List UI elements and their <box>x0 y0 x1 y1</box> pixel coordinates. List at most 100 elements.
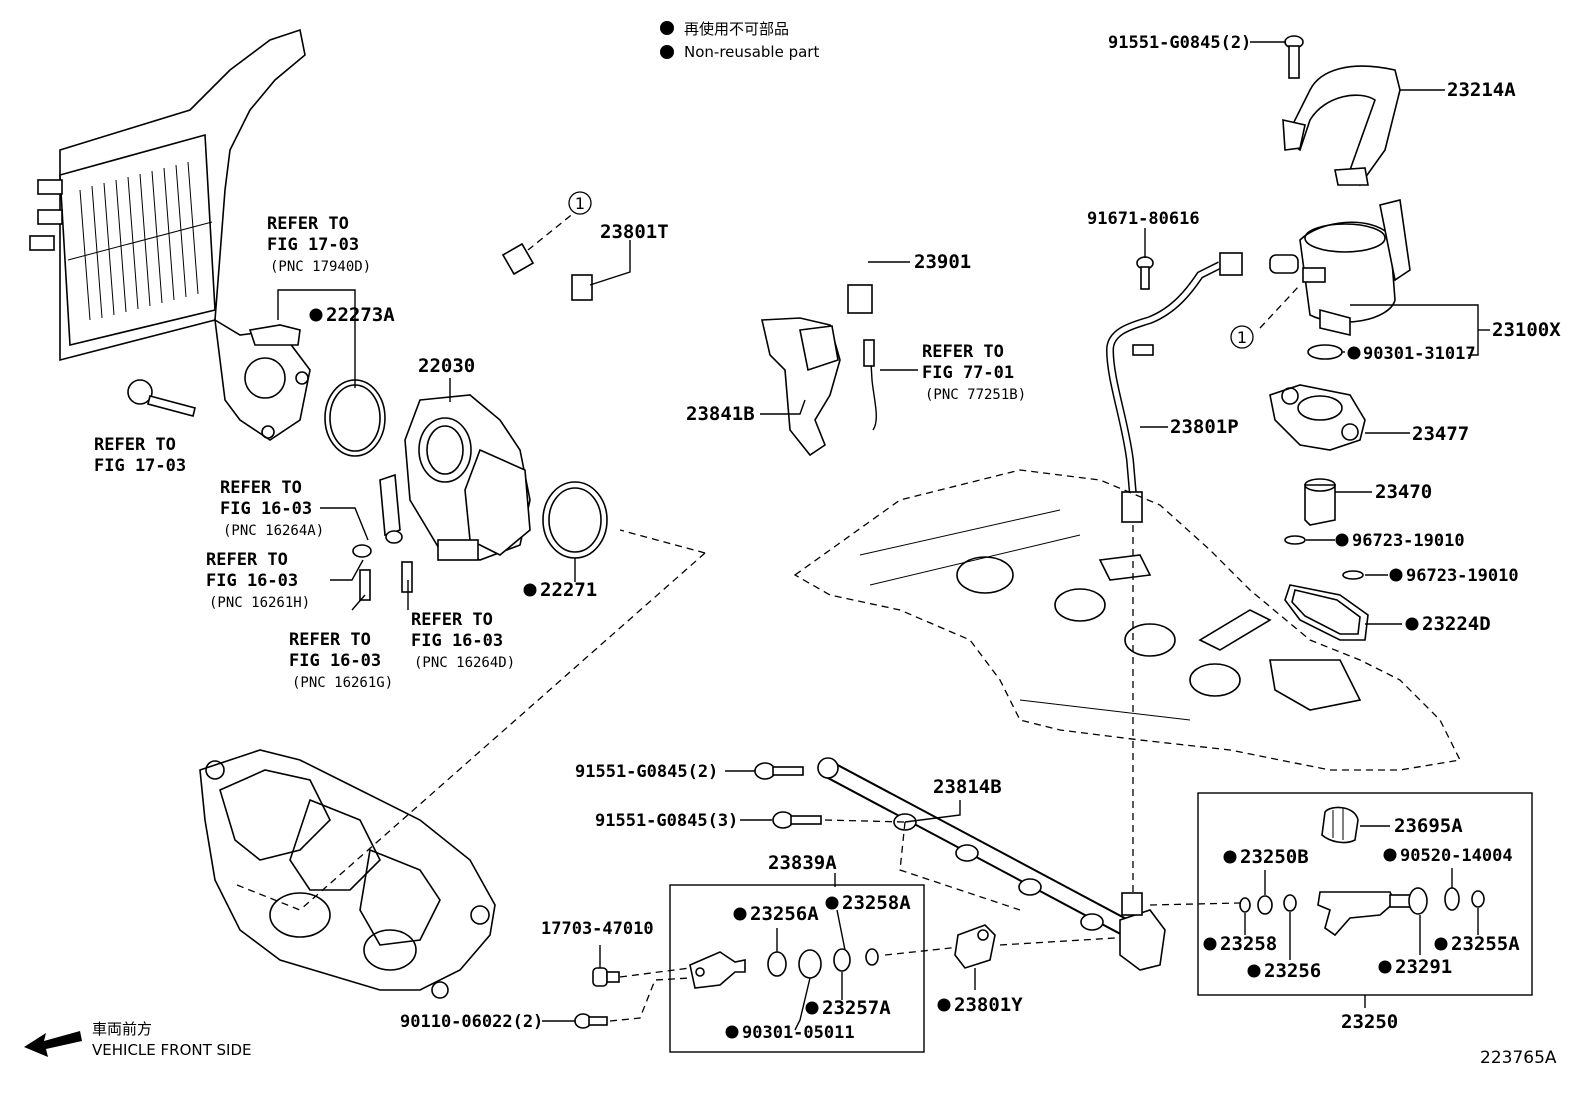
gasket-22271-shape <box>542 481 608 559</box>
bolt-mid-2-illustration <box>772 811 822 829</box>
part-label-91671: 91671-80616 <box>1087 209 1200 229</box>
part-label-90520: 90520-14004 <box>1400 846 1513 866</box>
non-reusable-dot-icon <box>1434 937 1448 951</box>
part-label-23250: 23250 <box>1341 1011 1398 1033</box>
part-label-23477: 23477 <box>1412 423 1469 445</box>
non-reusable-dot-icon <box>660 45 674 59</box>
refer-r3-line3: (PNC 77251B) <box>925 387 1026 403</box>
bolt-top-illustration <box>1284 35 1304 79</box>
circle-ref-1-icon <box>1230 325 1254 349</box>
refer-r2-line2: FIG 17-03 <box>94 456 186 476</box>
part-label-23901: 23901 <box>914 251 971 273</box>
sensor-wire-illustration <box>863 339 877 431</box>
part-label-23250B: 23250B <box>1240 846 1309 868</box>
refer-r6-line1: REFER TO <box>289 630 371 650</box>
refer-r6-line2: FIG 16-03 <box>289 651 381 671</box>
part-label-23257A: 23257A <box>822 997 891 1019</box>
ring-23256-shape <box>1283 894 1297 912</box>
fuel-pump-23100X-illustration <box>1269 199 1411 337</box>
ring-23250B-shape <box>1257 895 1273 915</box>
refer-r5-line2: FIG 16-03 <box>206 571 298 591</box>
ring-23255A-shape <box>1471 890 1485 908</box>
refer-r3-line1: REFER TO <box>922 342 1004 362</box>
non-reusable-dot-icon <box>309 308 323 322</box>
front-direction-arrow-icon <box>24 1031 82 1057</box>
throttle-body-illustration <box>404 394 531 561</box>
fuel-pipe-23801P-illustration <box>1105 252 1243 523</box>
part-label-22030: 22030 <box>418 355 475 377</box>
refer-r5-line1: REFER TO <box>206 550 288 570</box>
non-reusable-markers <box>309 308 1448 1039</box>
refer-r5-line3: (PNC 16261H) <box>209 595 310 611</box>
part-label-23256: 23256 <box>1264 960 1321 982</box>
refer-r1-line1: REFER TO <box>267 214 349 234</box>
legend: 再使用不可部品 Non-reusable part <box>660 16 819 64</box>
part-label-22273A: 22273A <box>326 304 395 326</box>
bolt-mid-1-illustration <box>754 762 804 780</box>
part-label-23470: 23470 <box>1375 481 1432 503</box>
part-label-23291: 23291 <box>1395 956 1452 978</box>
part-label-96723-a: 96723-19010 <box>1352 531 1465 551</box>
injector-illustration <box>1317 891 1413 937</box>
bracket-23841B-illustration <box>761 317 841 457</box>
bolt-17703-illustration <box>592 967 620 987</box>
part-label-23801P: 23801P <box>1170 416 1239 438</box>
gasket-22273A-shape <box>324 379 386 457</box>
part-label-23258: 23258 <box>1220 933 1277 955</box>
non-reusable-dot-icon <box>523 583 537 597</box>
fuel-rail-23814B-illustration <box>817 757 1166 971</box>
part-label-23224D: 23224D <box>1422 613 1491 635</box>
refer-r1-line3: (PNC 17940D) <box>270 259 371 275</box>
non-reusable-dot-icon <box>1247 964 1261 978</box>
front-label-en: VEHICLE FRONT SIDE <box>92 1041 252 1059</box>
intercooler-illustration <box>29 28 311 441</box>
illustration-id: 223765A <box>1480 1048 1557 1068</box>
part-labels: 91551-G0845(2) 23214A 91671-80616 23100X… <box>326 33 1561 1043</box>
non-reusable-dot-icon <box>1347 346 1361 360</box>
part-label-23814B: 23814B <box>933 776 1002 798</box>
kit-23839A-box <box>669 884 925 1053</box>
non-reusable-dot-icon <box>660 21 674 35</box>
hose-pieces-illustration <box>352 473 413 601</box>
circle-ref-1-label: 1 <box>1237 328 1247 347</box>
non-reusable-dot-icon <box>1389 568 1403 582</box>
part-label-23695A: 23695A <box>1394 815 1463 837</box>
ring-23256A-shape <box>767 951 787 977</box>
clamp-23695A-shape <box>1321 806 1359 844</box>
part-label-90301-31017: 90301-31017 <box>1363 344 1476 364</box>
part-label-23801Y: 23801Y <box>954 994 1023 1016</box>
circle-ref-1-icon <box>568 191 592 215</box>
refer-r7-line2: FIG 16-03 <box>411 631 503 651</box>
intake-manifold-illustration <box>199 749 496 999</box>
fuel-hose-23901-illustration <box>501 225 873 325</box>
refer-r4-line3: (PNC 16264A) <box>223 523 324 539</box>
bolt-illustration <box>127 379 196 417</box>
gasket-23801Y-shape <box>954 924 996 969</box>
part-label-90110: 90110-06022(2) <box>400 1012 543 1032</box>
legend-row-jp: 再使用不可部品 <box>660 16 819 40</box>
cylinder-head-cover-illustration <box>793 469 1461 771</box>
part-label-23214A: 23214A <box>1447 79 1516 101</box>
legend-text-jp: 再使用不可部品 <box>684 19 790 38</box>
leader-lines <box>277 41 1490 1031</box>
ring-23257A-shape <box>833 948 851 972</box>
ring-23291-shape <box>1408 887 1428 915</box>
ring-23258-shape <box>1239 897 1251 913</box>
o-ring-90301-05011-shape <box>798 949 822 979</box>
part-label-23801T: 23801T <box>600 221 669 243</box>
non-reusable-dot-icon <box>825 896 839 910</box>
o-ring-90520-shape <box>1444 887 1460 911</box>
non-reusable-dot-icon <box>1203 937 1217 951</box>
o-ring-90301-31017-shape <box>1307 344 1343 360</box>
ring-23258A-shape <box>865 948 879 966</box>
refer-r1-line2: FIG 17-03 <box>267 235 359 255</box>
non-reusable-dot-icon <box>733 907 747 921</box>
part-label-23841B: 23841B <box>686 403 755 425</box>
non-reusable-dot-icon <box>805 1001 819 1015</box>
part-label-22271: 22271 <box>540 579 597 601</box>
part-label-23256A: 23256A <box>750 903 819 925</box>
pressure-sensor-illustration <box>689 951 746 989</box>
part-label-23255A: 23255A <box>1451 933 1520 955</box>
refer-r6-line3: (PNC 16261G) <box>292 675 393 691</box>
